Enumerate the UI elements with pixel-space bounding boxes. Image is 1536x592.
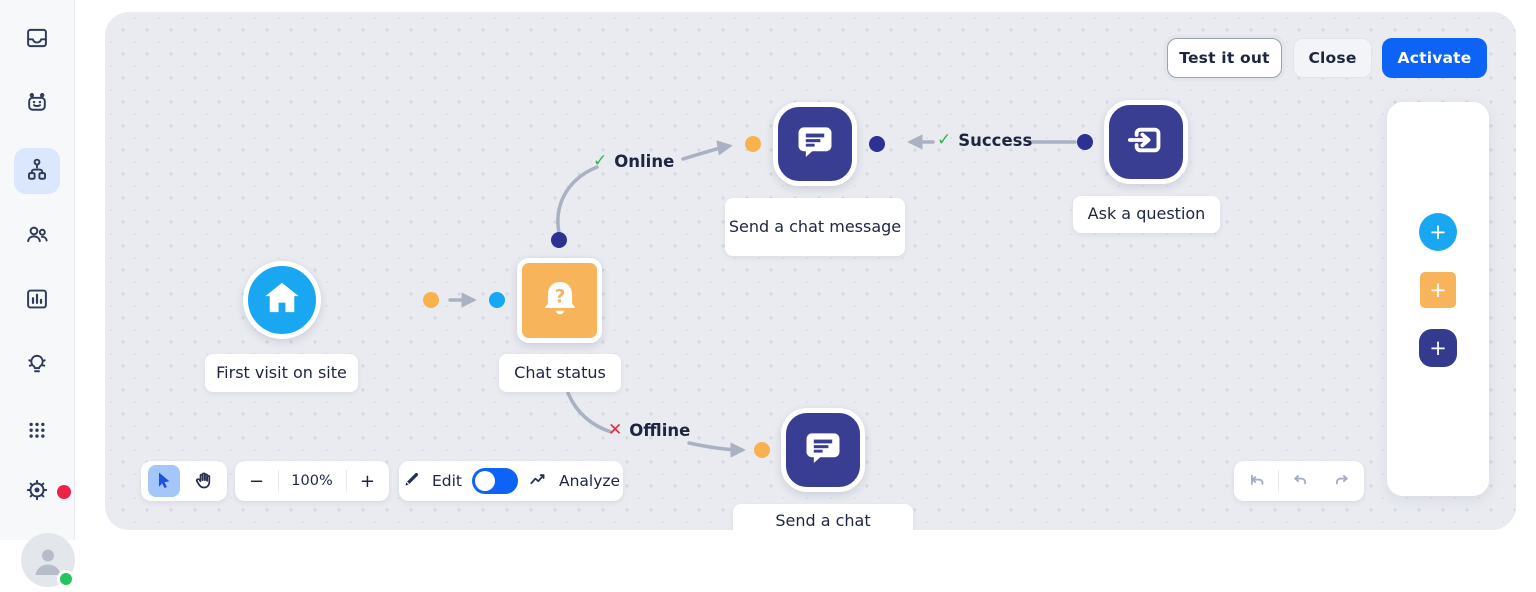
hand-icon: [193, 469, 215, 494]
online-status-dot: [57, 570, 75, 588]
analyze-mode-label: Analyze: [558, 472, 621, 490]
sidebar: [0, 0, 75, 540]
node-label-send-chat-2[interactable]: Send a chat: [733, 504, 913, 530]
edit-mode-label: Edit: [431, 472, 462, 490]
node-first-visit[interactable]: [243, 261, 321, 339]
edit-analyze-toggle[interactable]: [471, 468, 518, 494]
edge-label-success: ✓ Success: [937, 130, 1033, 150]
people-icon: [24, 221, 50, 251]
lightbulb-icon: [24, 351, 50, 381]
redo-button[interactable]: [1321, 469, 1363, 494]
sidebar-item-flows[interactable]: [14, 148, 60, 194]
pencil-icon: [402, 469, 422, 493]
enter-arrow-icon: [1123, 117, 1169, 167]
trend-line-icon: [528, 469, 549, 494]
sidebar-item-apps[interactable]: [14, 409, 60, 455]
port-in-send-message: [745, 136, 761, 152]
chat-bubble-icon: [800, 425, 846, 475]
flow-canvas[interactable]: First visit on site ? Chat status Send a…: [105, 12, 1516, 530]
node-label-first-visit[interactable]: First visit on site: [205, 354, 358, 392]
sidebar-item-analytics[interactable]: [14, 278, 60, 324]
sidebar-item-ideas[interactable]: [14, 343, 60, 389]
zoom-out-button[interactable]: −: [235, 471, 278, 492]
zoom-in-button[interactable]: +: [346, 471, 389, 492]
port-out-ask-question: [1077, 134, 1093, 150]
settings-notification-dot: [57, 485, 71, 499]
port-out-send-message: [869, 136, 885, 152]
gear-icon: [24, 477, 50, 507]
undo-icon: [1289, 469, 1311, 494]
port-in-chat-status: [489, 292, 505, 308]
node-send-chat-2[interactable]: [781, 408, 865, 492]
flowchart-icon: [24, 156, 50, 186]
edge-offline-segment-a: [566, 391, 613, 434]
edge-online-segment-b: [681, 140, 733, 161]
add-condition-button[interactable]: +: [1420, 272, 1456, 308]
port-online-chat-status: [551, 232, 567, 248]
add-action-button[interactable]: +: [1419, 329, 1457, 367]
mode-pill: Edit Analyze: [399, 461, 623, 501]
cross-icon: ✕: [608, 420, 623, 440]
bell-question-icon: ?: [537, 276, 583, 326]
pan-hand-button[interactable]: [188, 465, 220, 497]
sidebar-item-inbox[interactable]: [14, 17, 60, 63]
node-send-message[interactable]: [773, 102, 857, 186]
undo-all-icon: [1246, 469, 1268, 494]
pointer-tools-pill: [141, 461, 227, 501]
zoom-pill: − 100% +: [235, 461, 389, 501]
node-ask-question[interactable]: [1104, 100, 1188, 184]
port-out-first-visit: [423, 292, 439, 308]
activate-button[interactable]: Activate: [1382, 38, 1487, 78]
inbox-icon: [24, 25, 50, 55]
select-cursor-button[interactable]: [148, 465, 181, 497]
sidebar-item-settings[interactable]: [14, 469, 60, 515]
redo-icon: [1331, 469, 1353, 494]
cursor-icon: [153, 469, 175, 494]
undo-button[interactable]: [1279, 469, 1321, 494]
history-pill: [1234, 461, 1364, 501]
bar-chart-icon: [24, 286, 50, 316]
chat-bubble-icon: [792, 119, 838, 169]
add-trigger-button[interactable]: +: [1419, 213, 1457, 251]
sidebar-item-contacts[interactable]: [14, 213, 60, 259]
zoom-level: 100%: [291, 473, 333, 489]
home-icon: [259, 275, 305, 325]
check-icon: ✓: [937, 130, 952, 150]
apps-grid-icon: [24, 417, 50, 447]
undo-all-button[interactable]: [1236, 469, 1278, 494]
check-icon: ✓: [593, 151, 608, 171]
node-label-send-message[interactable]: Send a chat message: [725, 198, 905, 256]
close-button[interactable]: Close: [1293, 38, 1372, 78]
edge-label-online: ✓ Online: [593, 151, 675, 171]
svg-text:?: ?: [554, 286, 565, 307]
node-chat-status[interactable]: ?: [517, 258, 602, 343]
sidebar-item-chatbot[interactable]: [14, 82, 60, 128]
edge-online-segment-a: [556, 165, 599, 235]
robot-icon: [24, 90, 50, 120]
node-label-chat-status[interactable]: Chat status: [499, 354, 621, 392]
node-label-ask-question[interactable]: Ask a question: [1073, 196, 1220, 233]
edge-label-offline: ✕ Offline: [608, 420, 691, 440]
add-node-panel: + + +: [1387, 102, 1489, 496]
test-it-out-button[interactable]: Test it out: [1167, 38, 1282, 78]
edge-offline-segment-b: [687, 441, 746, 458]
port-in-send-chat2: [754, 442, 770, 458]
